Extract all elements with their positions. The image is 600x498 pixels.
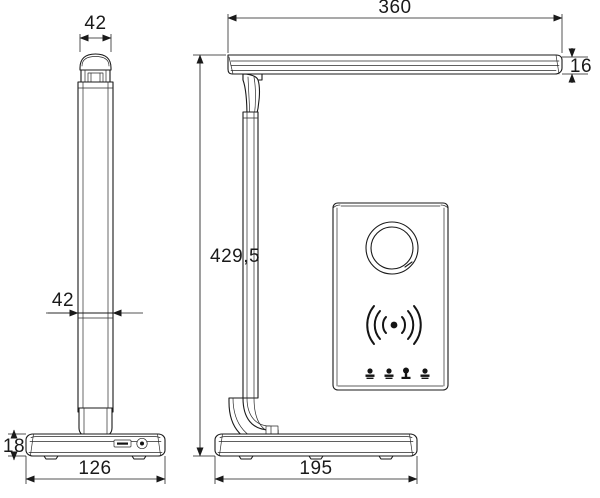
dimension-label-head-width-side: 42 [84, 13, 106, 34]
dimension-label-base-depth-side: 126 [78, 458, 111, 479]
side-view-lamp-head [79, 53, 112, 71]
control-panel [332, 202, 449, 391]
dimension-base-height-side: 18 [3, 429, 26, 461]
dimension-label-head-thickness-front: 16 [570, 56, 592, 77]
dimension-arm-width-side: 42 [46, 290, 143, 317]
dimension-label-base-height-side: 18 [3, 436, 25, 457]
dimension-base-depth-side: 126 [25, 456, 166, 484]
side-view-arm-foot [78, 407, 113, 438]
dimension-label-head-length-front: 360 [378, 0, 411, 18]
dc-jack [136, 437, 148, 450]
front-view: 360 16 429,5 195 [193, 0, 592, 484]
indicator-icons-row [365, 367, 430, 380]
rotary-dial[interactable] [365, 221, 419, 275]
front-view-arm [242, 111, 259, 399]
dimension-total-height-front: 429,5 [193, 54, 260, 457]
dimension-label-base-width-front: 195 [299, 458, 332, 479]
dimension-base-width-front: 195 [214, 456, 418, 484]
indicator-icon-3[interactable] [401, 367, 411, 380]
dimension-label-arm-width-side: 42 [52, 290, 74, 311]
dimension-head-thickness-front: 16 [562, 48, 592, 83]
front-view-base [214, 433, 418, 460]
dimension-head-length-front: 360 [227, 0, 563, 53]
side-view-base [25, 433, 166, 460]
wireless-charging-icon [366, 305, 422, 345]
indicator-icon-4[interactable] [420, 368, 430, 379]
usb-port [113, 439, 132, 448]
side-view: 42 42 18 126 [3, 13, 166, 484]
dimension-head-width-side: 42 [79, 13, 112, 52]
side-view-arm [77, 81, 114, 413]
indicator-icon-2[interactable] [384, 368, 394, 379]
indicator-icon-1[interactable] [365, 368, 375, 379]
dimension-label-total-height-front: 429,5 [210, 246, 260, 267]
